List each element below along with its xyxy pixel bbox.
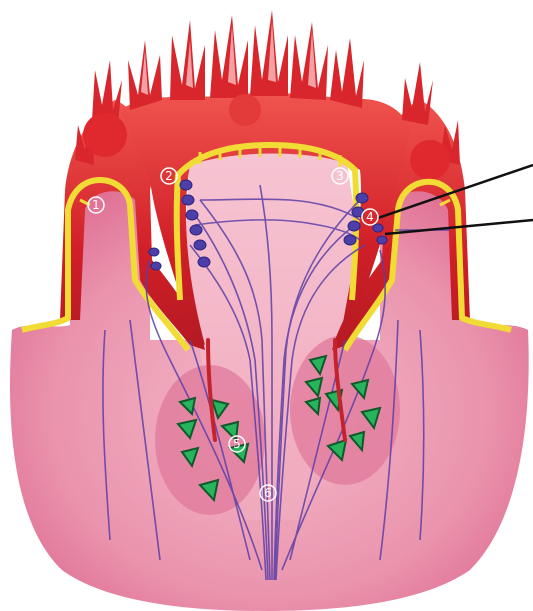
crown-bulge-right: [410, 140, 450, 180]
crown-bulge-left: [83, 113, 127, 157]
crown-bulge-mid-left: [229, 94, 261, 126]
svg-text:5: 5: [233, 437, 241, 451]
svg-text:4: 4: [366, 210, 374, 224]
svg-text:3: 3: [336, 169, 344, 183]
gland-zone-right: [290, 335, 400, 485]
svg-text:6: 6: [264, 486, 272, 500]
svg-text:1: 1: [92, 198, 100, 212]
svg-text:2: 2: [165, 169, 173, 183]
